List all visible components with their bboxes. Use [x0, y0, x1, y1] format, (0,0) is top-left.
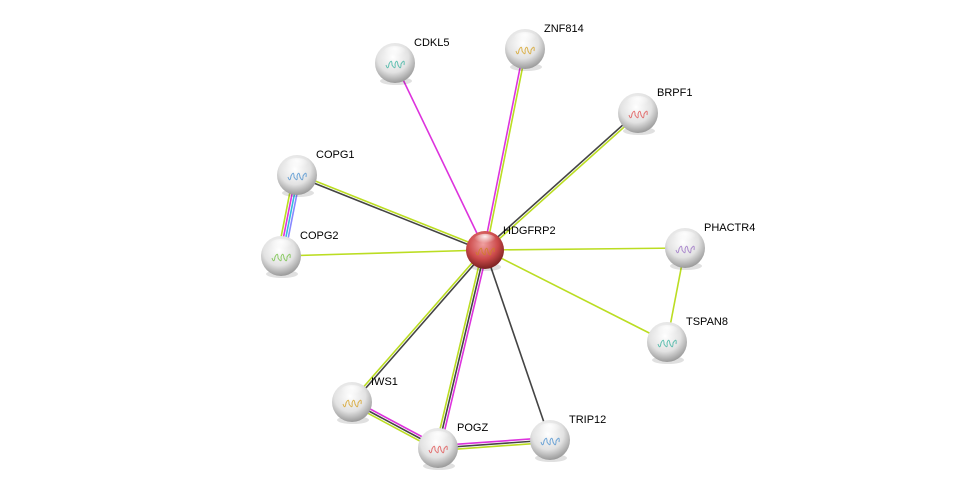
node-copg1[interactable]: COPG1	[277, 149, 355, 197]
protein-structure-icon	[540, 437, 560, 446]
node-hdgfrp2[interactable]: HDGFRP2	[466, 225, 556, 271]
edge-line-textmining	[484, 249, 668, 343]
node-highlight	[383, 46, 407, 60]
node-highlight	[626, 96, 650, 110]
edge-line-experiments	[439, 250, 489, 449]
protein-structure-icon	[287, 172, 307, 181]
edge-line-experiments	[394, 62, 486, 251]
node-label: IWS1	[371, 376, 398, 388]
node-highlight	[340, 385, 364, 399]
node-highlight	[269, 239, 293, 253]
node-label: ZNF814	[544, 23, 584, 35]
node-highlight	[538, 423, 562, 437]
node-pogz[interactable]: POGZ	[418, 422, 488, 470]
protein-structure-icon	[271, 253, 291, 262]
edge-line-textmining	[485, 113, 640, 252]
edge-hdgfrp2-tspan8[interactable]	[484, 249, 668, 343]
edge-line-coexpression	[437, 249, 486, 449]
node-label: POGZ	[457, 422, 488, 434]
node-tspan8[interactable]: TSPAN8	[647, 316, 728, 364]
node-highlight	[655, 325, 679, 339]
edge-hdgfrp2-copg1[interactable]	[296, 173, 486, 252]
node-highlight	[473, 233, 497, 248]
edge-hdgfrp2-brpf1[interactable]	[483, 111, 640, 252]
node-label: HDGFRP2	[503, 225, 556, 237]
edge-line-coexpression	[352, 250, 487, 404]
protein-structure-icon	[428, 445, 448, 454]
edge-hdgfrp2-pogz[interactable]	[434, 249, 489, 449]
node-highlight	[426, 431, 450, 445]
edge-line-textmining	[434, 249, 484, 448]
node-brpf1[interactable]: BRPF1	[618, 87, 692, 135]
edge-hdgfrp2-cdkl5[interactable]	[394, 62, 486, 251]
node-label: COPG2	[300, 230, 339, 242]
edge-hdgfrp2-trip12[interactable]	[484, 249, 551, 441]
node-label: TRIP12	[569, 414, 606, 426]
edge-line-textmining	[297, 173, 486, 250]
node-highlight	[673, 231, 697, 245]
node-label: COPG1	[316, 149, 355, 161]
protein-structure-icon	[342, 399, 362, 408]
node-trip12[interactable]: TRIP12	[530, 414, 606, 462]
node-highlight	[513, 32, 537, 46]
protein-structure-icon	[675, 245, 695, 254]
node-label: CDKL5	[414, 37, 449, 49]
node-highlight	[285, 158, 309, 172]
node-cdkl5[interactable]: CDKL5	[375, 37, 449, 85]
edge-line-experiments	[483, 48, 525, 250]
edge-line-textmining	[350, 248, 485, 402]
node-znf814[interactable]: ZNF814	[505, 23, 584, 71]
edge-hdgfrp2-iws1[interactable]	[350, 248, 487, 404]
edge-line-coexpression	[296, 175, 485, 252]
protein-structure-icon	[385, 60, 405, 69]
edge-hdgfrp2-znf814[interactable]	[483, 48, 527, 251]
edge-line-textmining	[485, 49, 527, 251]
node-label: PHACTR4	[704, 222, 755, 234]
protein-structure-icon	[515, 46, 535, 55]
edge-hdgfrp2-copg2[interactable]	[280, 249, 486, 257]
protein-structure-icon	[657, 339, 677, 348]
edge-line-textmining	[280, 249, 486, 257]
edge-hdgfrp2-phactr4[interactable]	[484, 247, 686, 251]
protein-structure-icon	[475, 247, 495, 256]
node-iws1[interactable]: IWS1	[332, 376, 398, 424]
node-label: TSPAN8	[686, 316, 728, 328]
node-copg2[interactable]: COPG2	[261, 230, 339, 278]
node-label: BRPF1	[657, 87, 692, 99]
edge-line-coexpression	[483, 111, 638, 250]
edge-line-coexpression	[484, 249, 551, 441]
edge-line-textmining	[484, 247, 686, 251]
protein-structure-icon	[628, 110, 648, 119]
node-phactr4[interactable]: PHACTR4	[665, 222, 755, 270]
